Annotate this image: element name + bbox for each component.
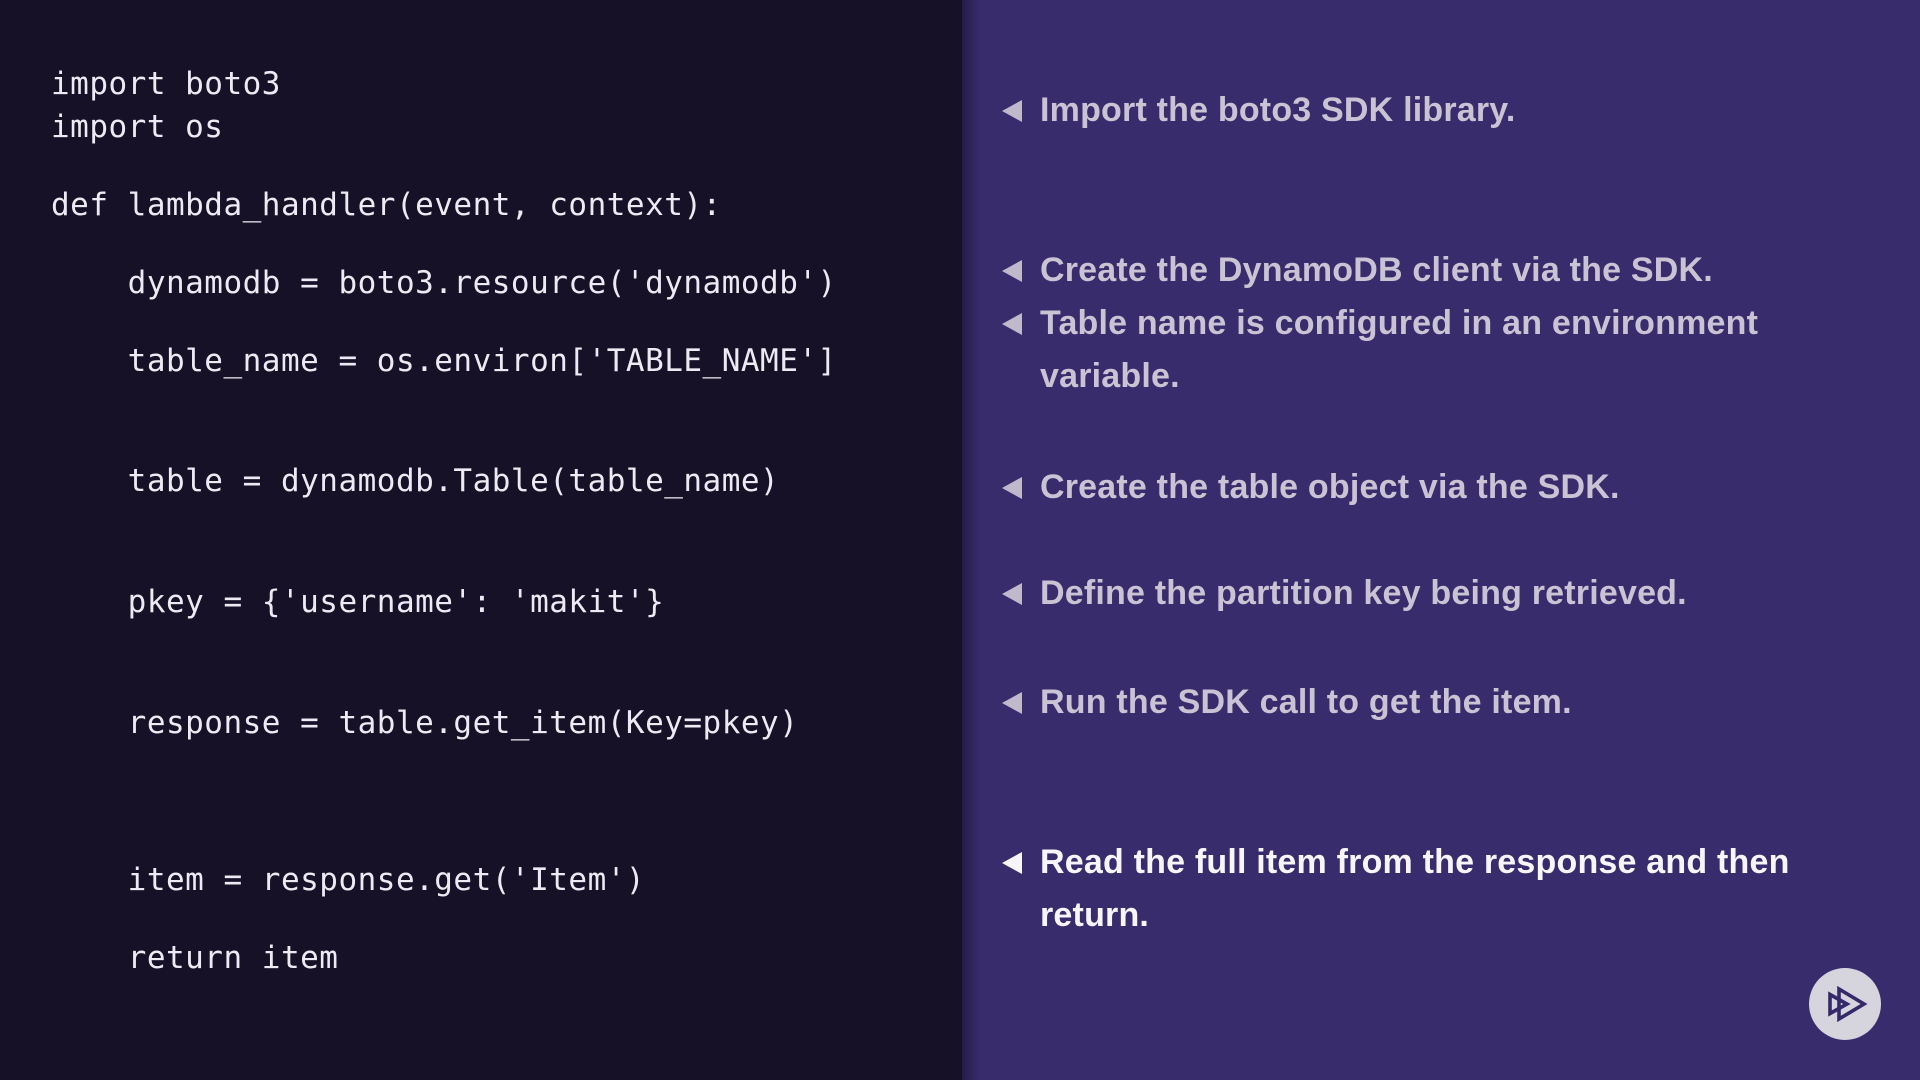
annotation-text: Run the SDK call to get the item.: [1040, 683, 1572, 721]
left-triangle-bullet-icon: [1002, 100, 1022, 122]
code-line: table = dynamodb.Table(table_name): [51, 463, 780, 499]
left-triangle-bullet-icon: [1002, 477, 1022, 499]
code-line: table_name = os.environ['TABLE_NAME']: [51, 343, 837, 379]
annotation-run-sdk-call: Run the SDK call to get the item.: [1002, 676, 1884, 729]
annotation-text: Read the full item from the response and…: [1040, 843, 1790, 934]
left-triangle-bullet-icon: [1002, 852, 1022, 874]
play-triangles-icon: [1828, 985, 1868, 1023]
annotation-text: Import the boto3 SDK library.: [1040, 91, 1516, 129]
code-line: import os: [51, 109, 224, 145]
panel-divider-shadow: [962, 0, 980, 1080]
code-panel: import boto3 import os def lambda_handle…: [51, 66, 837, 976]
code-line: response = table.get_item(Key=pkey): [51, 705, 799, 741]
notes-panel: Import the boto3 SDK library. Create the…: [962, 0, 1920, 1080]
annotation-define-partition-key: Define the partition key being retrieved…: [1002, 567, 1884, 620]
code-line: import boto3: [51, 66, 281, 102]
annotation-text: Create the DynamoDB client via the SDK.: [1040, 251, 1713, 289]
code-line: def lambda_handler(event, context):: [51, 187, 722, 223]
annotation-create-table-object: Create the table object via the SDK.: [1002, 461, 1884, 514]
left-triangle-bullet-icon: [1002, 313, 1022, 335]
annotation-text: Define the partition key being retrieved…: [1040, 574, 1687, 612]
left-triangle-bullet-icon: [1002, 260, 1022, 282]
code-line: pkey = {'username': 'makit'}: [51, 584, 665, 620]
code-line: item = response.get('Item'): [51, 862, 646, 898]
code-line: dynamodb = boto3.resource('dynamodb'): [51, 265, 837, 301]
annotation-create-client: Create the DynamoDB client via the SDK.: [1002, 244, 1884, 297]
annotation-text: Table name is configured in an environme…: [1040, 304, 1759, 395]
pluralsight-logo: [1809, 968, 1881, 1040]
left-triangle-bullet-icon: [1002, 692, 1022, 714]
annotation-text: Create the table object via the SDK.: [1040, 468, 1620, 506]
annotation-table-name-env: Table name is configured in an environme…: [1002, 297, 1884, 403]
code-line: return item: [51, 940, 339, 976]
annotation-import-boto3: Import the boto3 SDK library.: [1002, 84, 1884, 137]
left-triangle-bullet-icon: [1002, 583, 1022, 605]
annotation-read-item-return: Read the full item from the response and…: [1002, 836, 1884, 942]
